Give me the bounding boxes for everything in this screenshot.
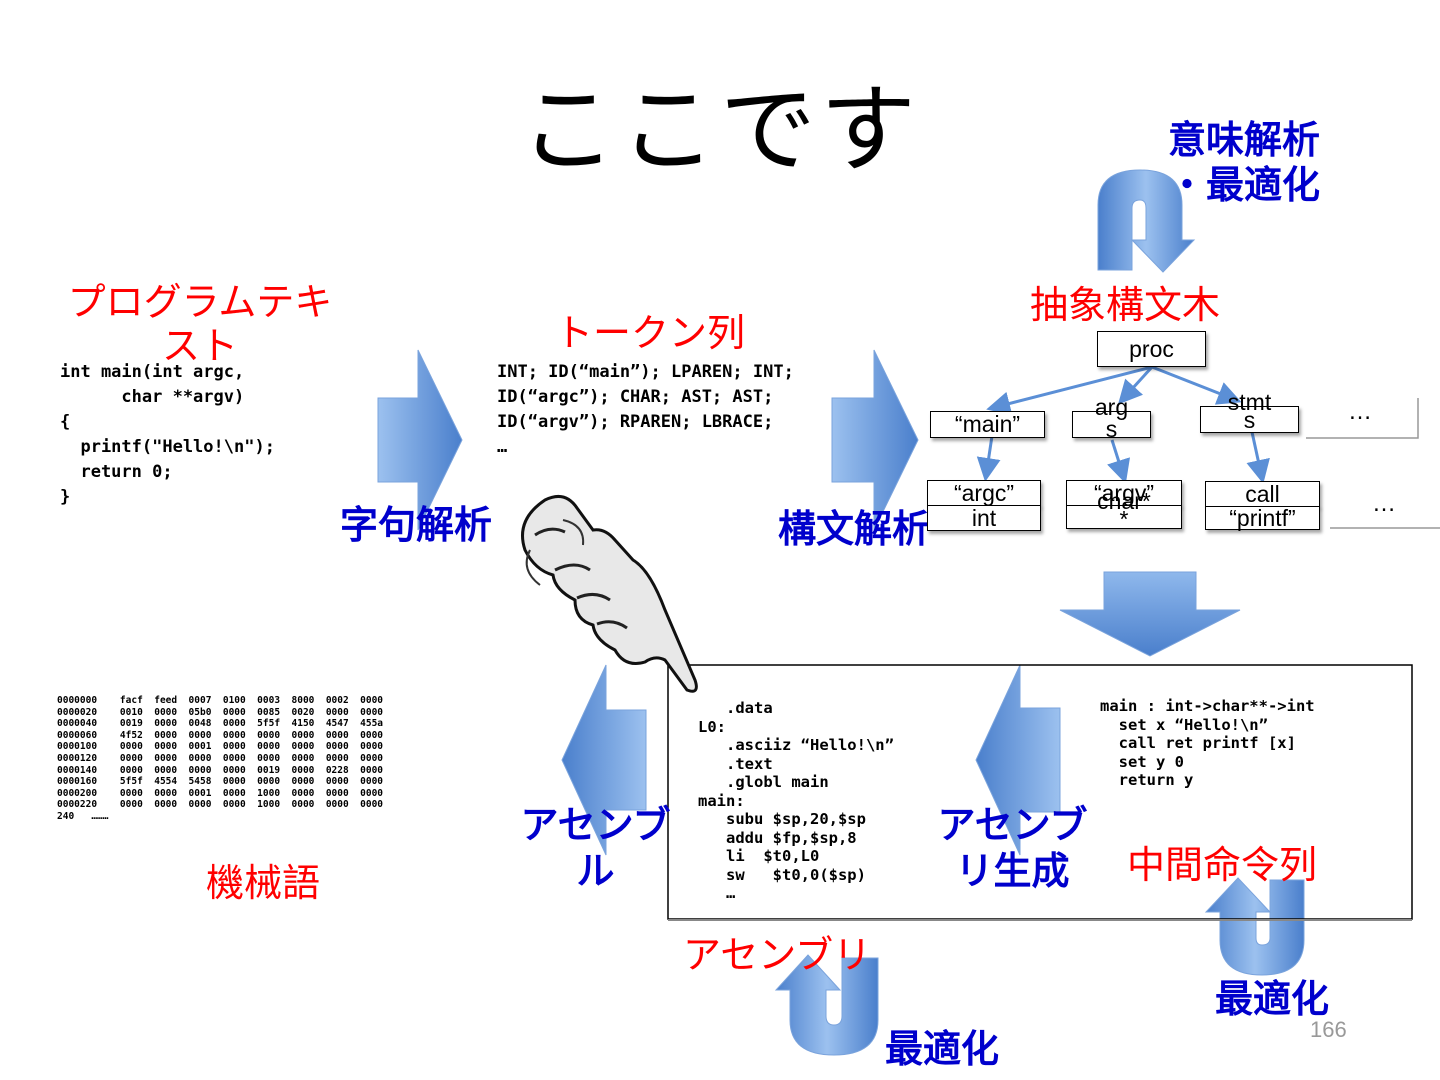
ast-node-char: char* * (1066, 490, 1182, 531)
token-code: INT; ID(“main”); LPAREN; INT; ID(“argc”)… (497, 362, 794, 457)
step-optimize-asm: 最適化 (885, 1027, 1000, 1071)
ast-node-main: “main” (930, 411, 1045, 438)
ast-node-proc: proc (1097, 331, 1206, 367)
ast-ellipsis-2: … (1372, 490, 1396, 517)
arrow-assemble (561, 664, 647, 856)
ast-edge-stmts (1151, 365, 1242, 405)
step-assemble: アセンブ ル (520, 803, 671, 893)
ast-node-call: call (1205, 481, 1320, 507)
label-ast: 抽象構文木 (1030, 283, 1221, 327)
arrow-ast-to-ir (1059, 571, 1241, 657)
program-code: int main(int argc, char **argv) { printf… (60, 362, 275, 507)
uturn-semantic (1097, 169, 1196, 273)
label-assembly: アセンブリ (683, 933, 872, 977)
step-optimize-ir: 最適化 (1215, 977, 1330, 1021)
ast-edge-args (1117, 365, 1154, 405)
ast-node-stmts: stmt s (1200, 391, 1299, 433)
ast-node-printf: “printf” (1205, 506, 1320, 530)
arrow-lexing (377, 349, 463, 531)
step-semantic-opt: 意味解析 ・最適化 (1168, 118, 1321, 207)
ast-node-argc: “argc” (927, 480, 1041, 506)
ast-edge-argv (1107, 439, 1131, 484)
label-machine-code: 機械語 (206, 861, 321, 905)
page-title: ここです (520, 74, 920, 186)
ast-edge-call (1246, 431, 1270, 484)
ast-ellipsis-1: … (1348, 398, 1372, 425)
step-parsing: 構文解析 (778, 507, 931, 551)
ast-edge-argc (976, 435, 1001, 482)
step-asm-gen: アセンブ リ生成 (937, 803, 1088, 893)
hex-dump: 0000000 facf feed 0007 0100 0003 8000 00… (57, 695, 384, 822)
pointing-hand-icon (521, 494, 698, 693)
ast-node-args: arg s (1072, 396, 1151, 441)
uturn-ir-opt (1204, 877, 1305, 976)
arrow-asm-gen (975, 664, 1061, 856)
step-lexing: 字句解析 (340, 503, 493, 547)
ir-code: main : int->char**->int set x “Hello!\n”… (1100, 697, 1315, 789)
uturn-asm-opt (774, 954, 879, 1056)
label-token-seq: トークン列 (555, 311, 746, 355)
label-ir: 中間命令列 (1127, 843, 1318, 887)
ast-edge-main (986, 365, 1153, 416)
arrow-parsing (831, 349, 919, 531)
label-program-text: プログラムテキスト (67, 280, 333, 368)
asm-code: .data L0: .asciiz “Hello!\n” .text .glob… (698, 699, 894, 902)
ast-node-int: int (927, 505, 1041, 531)
page-number: 166 (1310, 1017, 1347, 1042)
